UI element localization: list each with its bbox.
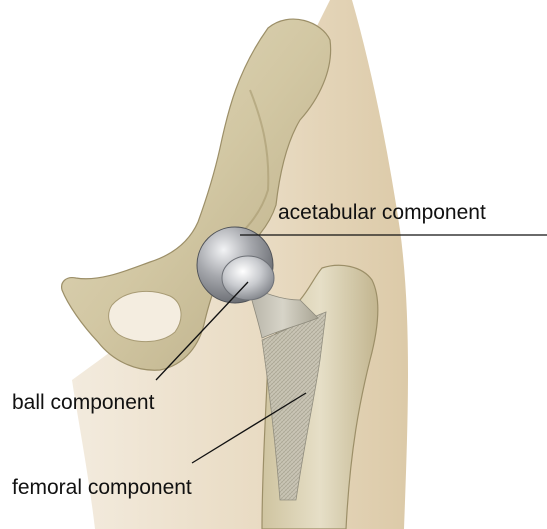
femoral-component-label: femoral component [12, 477, 192, 498]
obturator-foramen [109, 291, 181, 341]
ball-head [222, 256, 274, 300]
ball-component-label: ball component [12, 392, 154, 413]
acetabular-component-label: acetabular component [278, 202, 486, 223]
